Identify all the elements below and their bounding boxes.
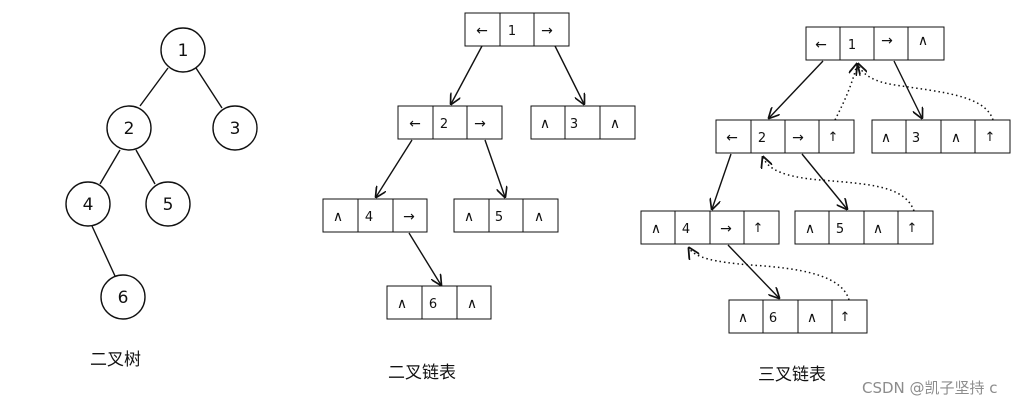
tlist-node-6 (728, 299, 868, 334)
tlist-parent-pointers (689, 64, 994, 301)
blist-node-4-left: ∧ (333, 209, 343, 225)
tree-edges (91, 67, 223, 277)
tlist-node-3-left: ∧ (881, 130, 891, 146)
tree-node-3: 3 (212, 105, 258, 151)
tlist-node-4 (640, 210, 780, 245)
tlist-node-1-right: → (881, 33, 893, 49)
tlist-child-pointers (712, 60, 922, 298)
tlist-node-6-data: 6 (769, 311, 777, 326)
blist-node-2 (397, 105, 503, 140)
tlist-node-4-parent: ↑ (753, 221, 764, 236)
tree-node-label: 6 (118, 288, 129, 308)
tlist-node-2-left: ← (726, 130, 738, 146)
caption-ternary-linked-list: 三叉链表 (758, 365, 826, 385)
tlist-node-1 (805, 26, 945, 61)
blist-node-1 (464, 12, 570, 47)
tlist-node-5-parent: ↑ (907, 221, 918, 236)
tlist-arrow-1-2 (769, 60, 824, 118)
blist-node-6-right: ∧ (467, 296, 477, 312)
blist-node-3 (530, 105, 636, 140)
tlist-node-6-parent: ↑ (840, 310, 851, 325)
tlist-node-4-right: → (720, 221, 732, 237)
binary-tree: 1 2 3 4 5 6 二叉树 (65, 27, 258, 370)
blist-arrow-2-5 (484, 139, 505, 197)
tree-node-label: 1 (178, 41, 189, 61)
binary-linked-list: ← 1 → ← 2 → ∧ 3 ∧ ∧ 4 → ∧ 5 (322, 12, 636, 383)
tlist-node-5-left: ∧ (805, 221, 815, 237)
tlist-arrow-2-5 (801, 153, 847, 209)
blist-node-5-right: ∧ (534, 209, 544, 225)
caption-binary-linked-list: 二叉链表 (388, 363, 456, 383)
tlist-node-2-parent: ↑ (828, 130, 839, 145)
tlist-node-3-right: ∧ (951, 130, 961, 146)
tlist-parent-5-2 (763, 157, 915, 212)
tree-node-5: 5 (145, 181, 191, 227)
blist-node-1-left: ← (476, 23, 488, 39)
watermark: CSDN @凯子坚持 c (862, 379, 998, 397)
tree-node-6: 6 (100, 274, 146, 320)
tree-node-label: 4 (83, 195, 94, 215)
tree-node-label: 2 (124, 119, 135, 139)
tlist-node-6-right: ∧ (807, 310, 817, 326)
tlist-node-3-parent: ↑ (985, 130, 996, 145)
blist-node-2-left: ← (409, 116, 421, 132)
tlist-node-4-data: 4 (682, 222, 690, 237)
tlist-node-5-data: 5 (836, 222, 844, 237)
tlist-parent-6-4 (689, 248, 850, 301)
blist-node-3-right: ∧ (610, 116, 620, 132)
tree-edge-2-4 (99, 149, 121, 185)
tlist-node-6-left: ∧ (738, 310, 748, 326)
tree-node-4: 4 (65, 181, 111, 227)
blist-arrow-1-2 (451, 45, 483, 104)
blist-node-1-data: 1 (508, 24, 516, 39)
tlist-parent-3-1 (858, 64, 994, 121)
tlist-node-5 (794, 210, 934, 245)
blist-node-1-right: → (541, 23, 553, 39)
tlist-node-3-data: 3 (912, 131, 920, 146)
tree-edge-1-2 (139, 67, 169, 107)
blist-node-4-right: → (403, 209, 415, 225)
tlist-node-5-right: ∧ (873, 221, 883, 237)
ternary-linked-list: ← 1 → ∧ ← 2 → ↑ ∧ 3 ∧ ↑ ∧ 4 → ↑ (640, 26, 1011, 385)
tree-node-2: 2 (106, 105, 152, 151)
blist-arrow-2-4 (376, 139, 413, 197)
tlist-node-4-left: ∧ (651, 221, 661, 237)
blist-node-5 (453, 198, 559, 233)
caption-binary-tree: 二叉树 (90, 350, 141, 370)
tlist-parent-2-1 (834, 64, 857, 121)
tlist-node-2-right: → (792, 130, 804, 146)
tlist-arrow-2-4 (712, 153, 732, 209)
blist-node-2-right: → (474, 116, 486, 132)
blist-node-5-data: 5 (495, 210, 503, 225)
tree-edge-4-6 (91, 225, 116, 277)
tree-edge-2-5 (135, 149, 156, 185)
blist-node-3-left: ∧ (540, 116, 550, 132)
tlist-node-1-left: ← (815, 37, 827, 53)
blist-node-4-data: 4 (365, 210, 373, 225)
blist-node-3-data: 3 (570, 117, 578, 132)
tlist-node-1-data: 1 (848, 38, 856, 53)
blist-node-6-left: ∧ (397, 296, 407, 312)
tlist-node-2-data: 2 (758, 131, 766, 146)
blist-pointers (376, 45, 584, 285)
tree-edge-1-3 (195, 67, 223, 109)
tree-node-1: 1 (160, 27, 206, 73)
blist-node-2-data: 2 (440, 117, 448, 132)
tree-node-label: 5 (163, 195, 174, 215)
tlist-arrow-1-3 (893, 60, 922, 118)
blist-arrow-4-6 (408, 232, 441, 285)
blist-node-6 (386, 285, 492, 320)
tlist-node-3 (871, 119, 1011, 154)
blist-node-6-data: 6 (429, 297, 437, 312)
tlist-node-1-parent: ∧ (918, 33, 928, 49)
tlist-arrow-4-6 (727, 244, 779, 298)
tlist-node-2 (715, 119, 855, 154)
tree-node-label: 3 (230, 119, 241, 139)
blist-node-5-left: ∧ (464, 209, 474, 225)
blist-arrow-1-3 (554, 45, 584, 104)
